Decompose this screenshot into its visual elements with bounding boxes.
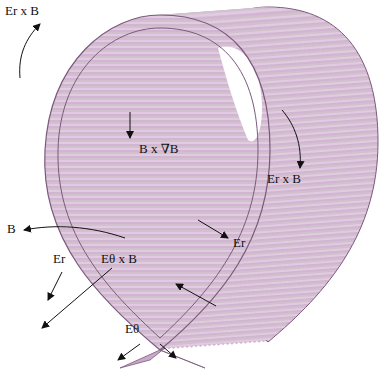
- drift-arrows: [20, 24, 301, 360]
- drift-label: Eθ x B: [100, 252, 138, 266]
- front-ring-outer: [45, 15, 270, 350]
- tube-slice: [45, 15, 270, 350]
- drift-label: Er x B: [266, 172, 302, 186]
- drift-label: Er: [52, 252, 66, 266]
- front-ring-inner: [58, 28, 258, 338]
- drift-label: Er x B: [4, 4, 40, 18]
- drift-label: B x ∇B: [138, 142, 179, 156]
- tube-surface: [45, 7, 378, 350]
- drift-label: B: [6, 222, 17, 236]
- drift-label: Er: [232, 236, 246, 250]
- drift-label: Eθ: [124, 322, 140, 336]
- tube-opening: [218, 47, 262, 142]
- tube-feet: [120, 348, 205, 368]
